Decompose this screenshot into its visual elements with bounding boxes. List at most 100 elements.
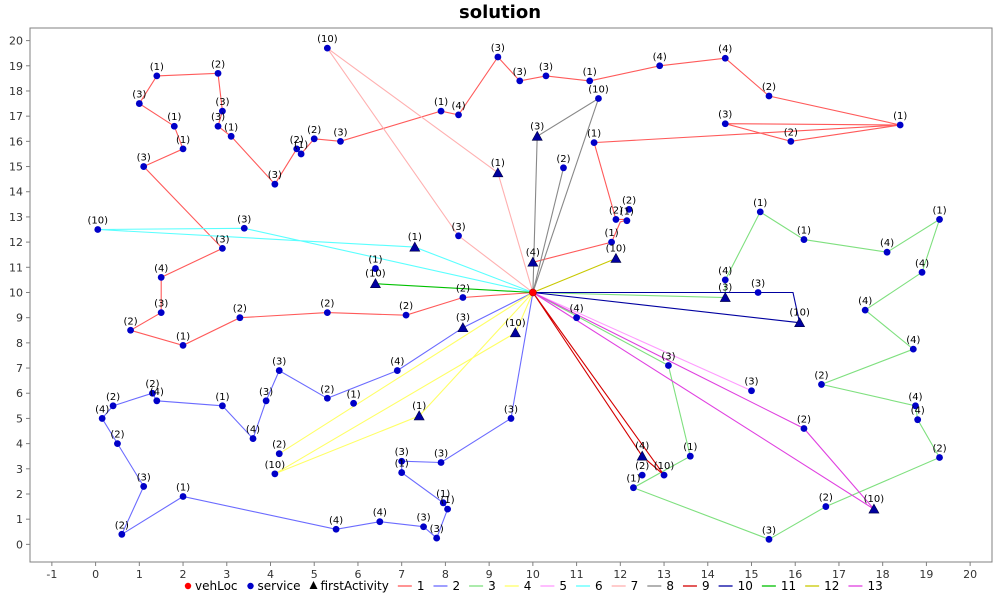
y-tick-label-14: 14: [9, 186, 23, 199]
x-tick-label-14: 14: [701, 568, 715, 581]
service-point-91: [439, 499, 447, 507]
x-tick-label-7: 7: [398, 568, 405, 581]
y-tick-label-13: 13: [9, 211, 23, 224]
y-tick-label-19: 19: [9, 60, 23, 73]
service-label-18: (3): [513, 67, 527, 78]
first-activity-label-11: (4): [635, 441, 649, 452]
service-point-75: [249, 435, 257, 442]
service-point-11: [297, 150, 305, 158]
service-point-63: [630, 484, 637, 492]
service-point-33: [608, 238, 615, 246]
legend-label-7: 7: [631, 579, 639, 593]
y-tick-label-18: 18: [9, 85, 23, 98]
service-point-5: [140, 163, 148, 170]
service-point-40: [157, 309, 165, 317]
service-label-30: (2): [622, 195, 636, 206]
service-label-52: (4): [880, 238, 894, 249]
service-label-60: (2): [932, 443, 946, 454]
service-point-78: [149, 389, 156, 397]
service-label-32: (1): [620, 207, 634, 218]
service-label-33: (1): [604, 228, 618, 239]
legend-label-11: 11: [781, 579, 796, 593]
service-label-64: (2): [635, 461, 649, 472]
service-point-29: [560, 164, 567, 172]
first-activity-8: [719, 291, 731, 302]
service-point-44: [323, 309, 331, 317]
service-point-64: [638, 471, 646, 479]
service-label-8: (1): [224, 122, 238, 133]
service-label-62: (3): [762, 525, 776, 536]
y-tick-label-20: 20: [9, 35, 23, 48]
service-label-5: (3): [137, 153, 151, 164]
service-point-67: [665, 362, 672, 369]
x-tick-label-5: 5: [311, 568, 318, 581]
y-tick-label-1: 1: [16, 513, 23, 526]
first-activity-12: [868, 503, 880, 514]
service-point-1: [214, 69, 222, 77]
service-point-35: [240, 224, 248, 232]
route-4-line: [274, 291, 535, 475]
first-activity-label-4: (10): [606, 243, 627, 254]
service-point-43: [236, 314, 244, 322]
service-point-51: [800, 236, 808, 243]
service-label-26: (2): [784, 127, 798, 138]
legend-label-service: service: [258, 579, 301, 593]
first-activity-label-12: (10): [864, 494, 885, 505]
service-label-51: (1): [797, 226, 811, 237]
x-tick-label-9: 9: [486, 568, 493, 581]
service-label-59: (4): [911, 406, 925, 417]
service-label-72: (2): [320, 384, 334, 395]
service-label-44: (2): [320, 299, 334, 310]
service-point-54: [918, 268, 926, 276]
y-tick-label-0: 0: [16, 538, 23, 551]
service-label-41: (2): [123, 316, 137, 327]
legend-label-3: 3: [488, 579, 496, 593]
route-10-line: [532, 291, 801, 324]
service-point-56: [909, 345, 917, 353]
service-point-10: [293, 145, 301, 153]
service-point-14: [437, 107, 445, 115]
service-point-25: [721, 120, 729, 128]
first-activity-1: [492, 167, 504, 178]
y-tick-label-10: 10: [9, 286, 23, 299]
x-tick-label-4: 4: [267, 568, 274, 581]
service-label-61: (2): [819, 493, 833, 504]
service-label-54: (4): [915, 258, 929, 269]
service-point-24: [896, 121, 904, 129]
y-tick-label-11: 11: [9, 261, 23, 274]
service-label-42: (1): [176, 331, 190, 342]
service-point-50: [756, 208, 764, 216]
x-tick-label-11: 11: [570, 568, 584, 581]
first-activity-label-1: (1): [491, 158, 505, 169]
service-label-10: (2): [290, 135, 304, 146]
first-activity-label-6: (3): [456, 313, 470, 324]
x-tick-label-12: 12: [613, 568, 627, 581]
x-tick-label-16: 16: [788, 568, 802, 581]
x-tick-label-20: 20: [963, 568, 977, 581]
x-tick-label-15: 15: [745, 568, 759, 581]
y-tick-label-17: 17: [9, 110, 23, 123]
service-label-14: (1): [434, 97, 448, 108]
y-tick-label-2: 2: [16, 488, 23, 501]
service-point-19: [542, 72, 550, 80]
route-9-line: [532, 292, 665, 476]
service-label-13: (3): [333, 127, 347, 138]
service-label-46: (2): [456, 284, 470, 295]
service-label-96: (3): [504, 404, 518, 415]
service-label-22: (4): [718, 44, 732, 55]
service-point-74: [262, 397, 270, 405]
service-label-48: (3): [751, 278, 765, 289]
service-label-83: (2): [115, 520, 129, 531]
service-point-42: [179, 341, 187, 349]
first-activity-0: [531, 130, 543, 141]
x-tick-label-13: 13: [657, 568, 671, 581]
service-label-37: (3): [451, 222, 465, 233]
service-point-26: [787, 137, 795, 145]
service-label-81: (2): [110, 430, 124, 441]
service-label-36: (3): [215, 234, 229, 245]
first-activity-3: [527, 256, 539, 267]
service-label-25: (3): [718, 110, 732, 121]
service-point-65: [660, 471, 668, 479]
service-label-3: (1): [167, 112, 181, 123]
service-label-24: (1): [893, 111, 907, 122]
